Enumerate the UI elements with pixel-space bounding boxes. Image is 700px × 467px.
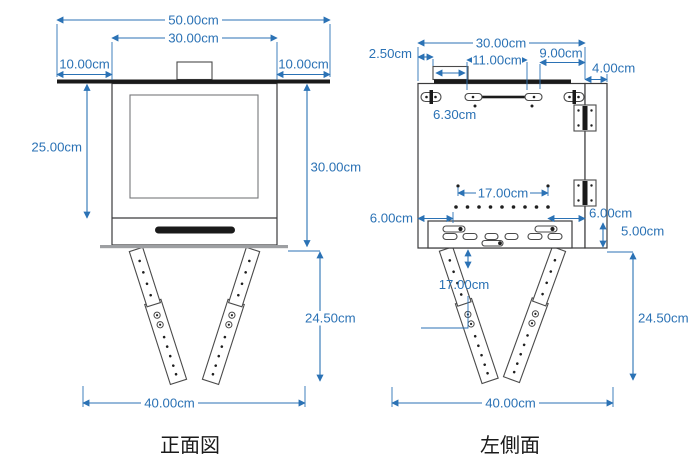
screen bbox=[129, 94, 259, 199]
side-dim-right-span: 9.00cm bbox=[539, 46, 586, 89]
side-dim-tab-offset: 2.50cm bbox=[369, 46, 434, 66]
front-screen-height-label: 25.00cm bbox=[31, 140, 82, 155]
front-left-leg bbox=[127, 246, 188, 385]
side-dim-hole-span: 17.00cm bbox=[457, 186, 549, 201]
side-depth-label: 4.00cm bbox=[592, 61, 635, 76]
panel-hole bbox=[530, 104, 534, 108]
front-total-width-label: 50.00cm bbox=[168, 13, 219, 28]
panel-hole bbox=[546, 184, 550, 188]
side-dim-top-width: 30.00cm bbox=[417, 36, 586, 81]
side-rail-height-label: 5.00cm bbox=[621, 224, 664, 239]
side-slot-span-label: 11.00cm bbox=[472, 53, 522, 68]
front-dim-screen-height: 25.00cm bbox=[31, 83, 91, 219]
front-dim-base-width: 40.00cm bbox=[82, 386, 306, 411]
top-hinge bbox=[573, 104, 597, 132]
hole-row bbox=[454, 205, 550, 209]
side-hole-span-label: 17.00cm bbox=[478, 186, 529, 201]
front-right-leg bbox=[201, 246, 262, 385]
side-right-fitting bbox=[563, 90, 585, 104]
side-dim-leg-height: 24.50cm bbox=[607, 251, 689, 381]
side-knob-width-label: 6.30cm bbox=[433, 107, 476, 122]
side-right-leg bbox=[502, 245, 568, 384]
side-slot-rod bbox=[464, 92, 543, 102]
side-dim-depth: 4.00cm bbox=[584, 61, 635, 84]
front-dim-right-overhang: 10.00cm bbox=[276, 57, 331, 79]
front-left-overhang-label: 10.00cm bbox=[59, 57, 110, 72]
side-top-width-label: 30.00cm bbox=[476, 36, 527, 51]
side-dim-left-inset: 6.00cm bbox=[370, 211, 454, 226]
side-right-span-label: 9.00cm bbox=[539, 46, 582, 61]
front-leg-height-label: 24.50cm bbox=[305, 311, 356, 326]
side-left-fitting bbox=[420, 90, 442, 104]
front-body-height-label: 30.00cm bbox=[311, 160, 362, 175]
base-plate bbox=[100, 245, 288, 249]
speaker-bar bbox=[155, 226, 235, 234]
side-dim-leg-joint: 17.00cm bbox=[421, 249, 490, 329]
side-dim-rail-height: 5.00cm bbox=[599, 222, 664, 248]
front-dim-left-overhang: 10.00cm bbox=[56, 57, 113, 79]
panel-hole bbox=[473, 104, 477, 108]
side-right-inset-label: 6.00cm bbox=[589, 206, 632, 221]
side-tab-offset-label: 2.50cm bbox=[369, 46, 412, 61]
front-dim-total-width: 50.00cm bbox=[56, 13, 331, 77]
side-dim-slot-span: 11.00cm bbox=[466, 53, 528, 90]
bottom-rail bbox=[427, 220, 573, 249]
front-dim-body-height: 30.00cm bbox=[303, 83, 362, 248]
side-left-inset-label: 6.00cm bbox=[370, 211, 413, 226]
front-view: 50.00cm 30.00cm 10.00cm 10.00cm 25.00cm … bbox=[31, 13, 361, 457]
side-dim-knob-width: 6.30cm bbox=[433, 69, 476, 122]
side-dim-base-width: 40.00cm bbox=[391, 387, 614, 411]
front-view-caption: 正面図 bbox=[160, 435, 220, 457]
front-base-width-label: 40.00cm bbox=[144, 396, 195, 411]
side-top-bar bbox=[434, 79, 571, 84]
top-shelf bbox=[57, 79, 330, 84]
top-knob bbox=[176, 61, 213, 81]
bottom-hinge bbox=[573, 179, 597, 207]
front-inner-width-label: 30.00cm bbox=[168, 31, 219, 46]
side-view-caption: 左側面 bbox=[480, 434, 540, 457]
side-view: 30.00cm 2.50cm 6.30cm 11.00cm 9.00cm 4.0… bbox=[369, 36, 689, 457]
panel-hole bbox=[456, 184, 460, 188]
front-dim-leg-height: 24.50cm bbox=[288, 250, 360, 382]
side-leg-joint-label: 17.00cm bbox=[439, 277, 490, 292]
front-right-overhang-label: 10.00cm bbox=[278, 57, 329, 72]
side-base-width-label: 40.00cm bbox=[485, 396, 536, 411]
side-leg-height-label: 24.50cm bbox=[638, 311, 689, 326]
side-dim-right-inset: 6.00cm bbox=[547, 206, 632, 223]
